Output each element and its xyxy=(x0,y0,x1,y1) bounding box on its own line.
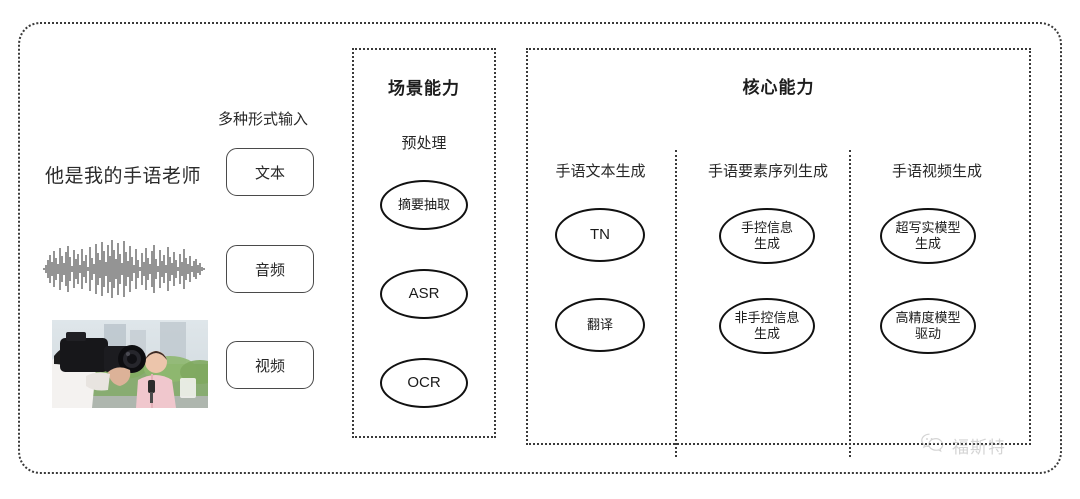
modality-button-text-label: 文本 xyxy=(254,164,285,182)
core-node-photorealistic-model-generation[interactable]: 超写实模型 生成 xyxy=(880,208,976,264)
core-column-divider-2 xyxy=(849,150,851,457)
wechat-icon xyxy=(920,432,946,459)
scene-capability-panel: 场景能力 xyxy=(352,48,496,438)
video-thumbnail-svg xyxy=(52,320,208,408)
core-node-translation[interactable]: 翻译 xyxy=(555,298,645,352)
core-capability-title: 核心能力 xyxy=(742,78,815,97)
core-column-header-sign-text: 手语文本生成 xyxy=(555,163,646,180)
modality-button-audio[interactable]: 音频 xyxy=(226,245,314,293)
modality-button-video-label: 视频 xyxy=(254,357,285,375)
modality-button-video[interactable]: 视频 xyxy=(226,341,314,389)
video-thumbnail-icon xyxy=(52,320,208,408)
sample-input-text: 他是我的手语老师 xyxy=(45,166,202,187)
input-section-heading: 多种形式输入 xyxy=(218,111,309,128)
modality-button-audio-label: 音频 xyxy=(254,261,285,279)
scene-capability-title: 场景能力 xyxy=(388,79,460,98)
core-column-header-sign-video: 手语视频生成 xyxy=(891,163,982,180)
watermark-text: 福斯特 xyxy=(952,438,1006,457)
wechat-icon-svg xyxy=(921,433,944,453)
scene-node-ocr[interactable]: OCR xyxy=(380,358,468,408)
core-node-non-manual-feature-generation[interactable]: 非手控信息 生成 xyxy=(719,298,815,354)
scene-node-asr[interactable]: ASR xyxy=(380,269,468,319)
outer-frame xyxy=(18,22,1062,474)
waveform-svg xyxy=(43,240,205,298)
core-column-header-element-sequence: 手语要素序列生成 xyxy=(707,163,828,180)
scene-node-summary-extraction[interactable]: 摘要抽取 xyxy=(380,180,468,230)
core-capability-panel: 核心能力 xyxy=(526,48,1031,457)
core-node-high-precision-model-driving[interactable]: 高精度模型 驱动 xyxy=(880,298,976,354)
core-node-manual-feature-generation[interactable]: 手控信息 生成 xyxy=(719,208,815,264)
core-column-divider-1 xyxy=(675,150,677,457)
scene-group-header-preprocess: 预处理 xyxy=(401,135,447,152)
modality-button-text[interactable]: 文本 xyxy=(226,148,314,196)
waveform-icon xyxy=(42,238,208,300)
core-node-tn[interactable]: TN xyxy=(555,208,645,262)
watermark: 福斯特 xyxy=(920,432,1006,459)
